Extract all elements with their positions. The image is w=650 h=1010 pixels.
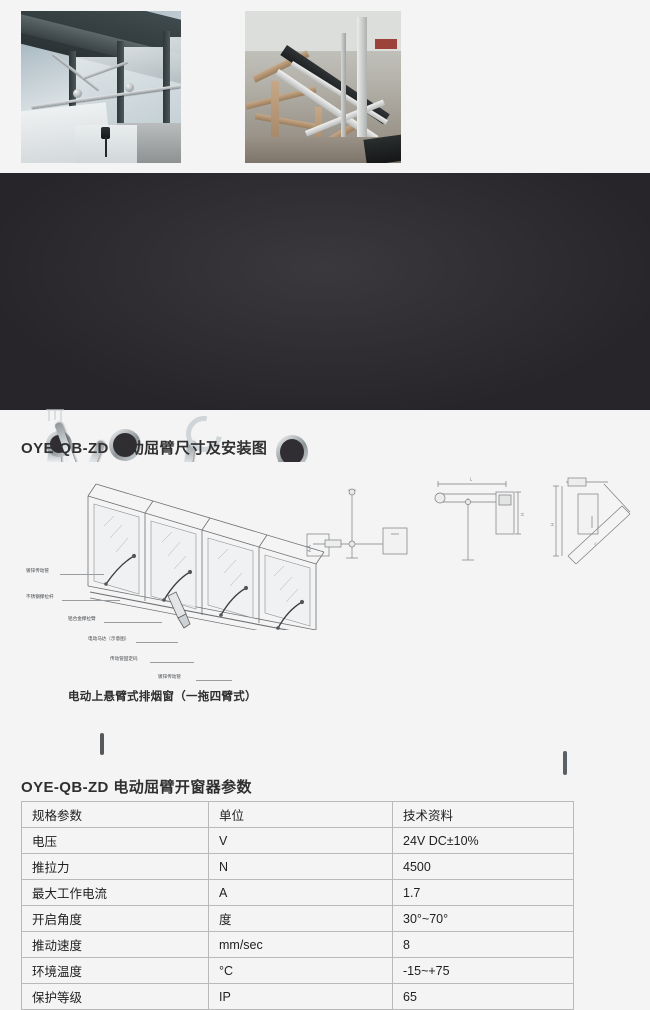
param-value: 30°~70° bbox=[392, 905, 574, 932]
table-row: 开启角度 度 30°~70° bbox=[21, 905, 574, 932]
folding-strut-pivot-eye bbox=[109, 429, 141, 461]
param-name: 电压 bbox=[21, 827, 209, 854]
isometric-window-drawing bbox=[72, 468, 328, 630]
table-row: 最大工作电流 A 1.7 bbox=[21, 879, 574, 906]
diagram-label-4: 传动管固定码 bbox=[110, 657, 138, 662]
svg-text:H: H bbox=[550, 523, 555, 526]
table-header-row: 规格参数 单位 技术资料 bbox=[21, 801, 574, 828]
photo-strip bbox=[0, 0, 650, 173]
diagram-label-2: 铝合金撑拉臂 bbox=[68, 617, 96, 622]
param-name: 最大工作电流 bbox=[21, 879, 209, 906]
installed-chain-arm-window-photo bbox=[21, 11, 181, 163]
param-unit: A bbox=[208, 879, 393, 906]
param-unit: mm/sec bbox=[208, 931, 393, 958]
t-base-bracket-eye bbox=[276, 435, 308, 469]
param-value: 65 bbox=[392, 983, 574, 1010]
param-name: 保护等级 bbox=[21, 983, 209, 1010]
param-value: 1.7 bbox=[392, 879, 574, 906]
param-unit: IP bbox=[208, 983, 393, 1010]
diagram-label-1: 不锈钢撑拉杆 bbox=[26, 595, 54, 600]
screw-set-icon-left bbox=[44, 407, 66, 423]
param-value: 8 bbox=[392, 931, 574, 958]
param-name: 开启角度 bbox=[21, 905, 209, 932]
param-name: 环境温度 bbox=[21, 957, 209, 984]
dimension-section-title: OYE-QB-ZD 电动屈臂尺寸及安装图 bbox=[21, 440, 268, 457]
svg-text:H: H bbox=[520, 513, 525, 516]
front-elevation-drawing: L H bbox=[430, 472, 534, 568]
param-value: 24V DC±10% bbox=[392, 827, 574, 854]
header-unit: 单位 bbox=[208, 801, 393, 828]
param-unit: °C bbox=[208, 957, 393, 984]
svg-text:L: L bbox=[593, 541, 599, 547]
svg-text:L: L bbox=[470, 477, 473, 482]
diagram-label-0: 镀锌传动管 bbox=[26, 569, 49, 574]
workshop-frames-photo bbox=[245, 11, 401, 163]
diagram-caption: 电动上悬臂式排烟窗（一拖四臂式） bbox=[68, 691, 257, 703]
param-value: 4500 bbox=[392, 853, 574, 880]
param-value: -15~+75 bbox=[392, 957, 574, 984]
param-name: 推拉力 bbox=[21, 853, 209, 880]
table-row: 环境温度 °C -15~+75 bbox=[21, 957, 574, 984]
header-param: 规格参数 bbox=[21, 801, 209, 828]
diagram-label-5: 镀锌传动管 bbox=[158, 675, 181, 680]
table-row: 推动速度 mm/sec 8 bbox=[21, 931, 574, 958]
spec-section-title: OYE-QB-ZD 电动屈臂开窗器参数 bbox=[21, 779, 252, 796]
header-value: 技术资料 bbox=[392, 801, 574, 828]
table-row: 保护等级 IP 65 bbox=[21, 983, 574, 1010]
param-unit: N bbox=[208, 853, 393, 880]
product-parts-banner bbox=[0, 173, 650, 775]
svg-text:A-A: A-A bbox=[307, 545, 312, 552]
installation-diagram: 镀锌传动管 不锈钢撑拉杆 铝合金撑拉臂 电动马达（示意图） 传动管固定码 镀锌传… bbox=[0, 462, 650, 712]
param-unit: 度 bbox=[208, 905, 393, 932]
specification-table: 规格参数 单位 技术资料 电压 V 24V DC±10% 推拉力 N 4500 … bbox=[21, 801, 574, 1010]
diagram-label-3: 电动马达（示意图） bbox=[88, 637, 130, 642]
table-row: 推拉力 N 4500 bbox=[21, 853, 574, 880]
side-section-drawing: H L bbox=[548, 472, 644, 572]
param-name: 推动速度 bbox=[21, 931, 209, 958]
table-row: 电压 V 24V DC±10% bbox=[21, 827, 574, 854]
param-unit: V bbox=[208, 827, 393, 854]
specification-table-body: 规格参数 单位 技术资料 电压 V 24V DC±10% 推拉力 N 4500 … bbox=[21, 801, 574, 1010]
plan-view-drawing: A-A bbox=[305, 472, 415, 568]
